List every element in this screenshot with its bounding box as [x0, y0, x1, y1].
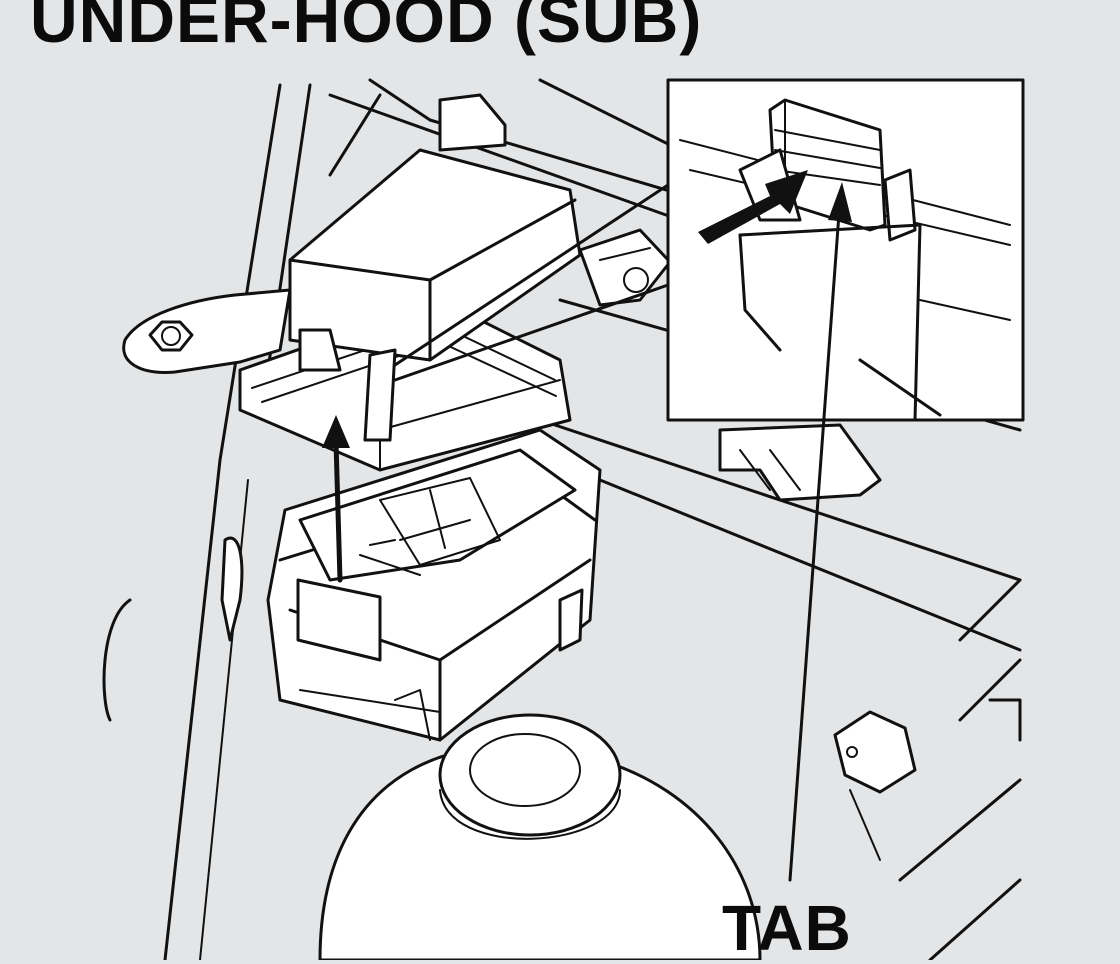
zoom-inset [666, 78, 1025, 422]
zoom-connector-lines [393, 183, 670, 382]
tab-callout-label: TAB [722, 892, 852, 964]
fuse-box-base [220, 428, 602, 742]
fuse-box-cover [238, 93, 582, 472]
diagram-title: UNDER-HOOD (SUB) [30, 0, 703, 56]
mounting-bracket [122, 288, 292, 374]
tab-pointer [788, 182, 852, 882]
reservoir-cap [318, 713, 762, 960]
relay-bracket [578, 228, 672, 307]
side-clip [718, 423, 882, 502]
hex-bolt [833, 710, 917, 861]
lift-arrow [322, 415, 350, 583]
push-arrow [698, 170, 808, 244]
